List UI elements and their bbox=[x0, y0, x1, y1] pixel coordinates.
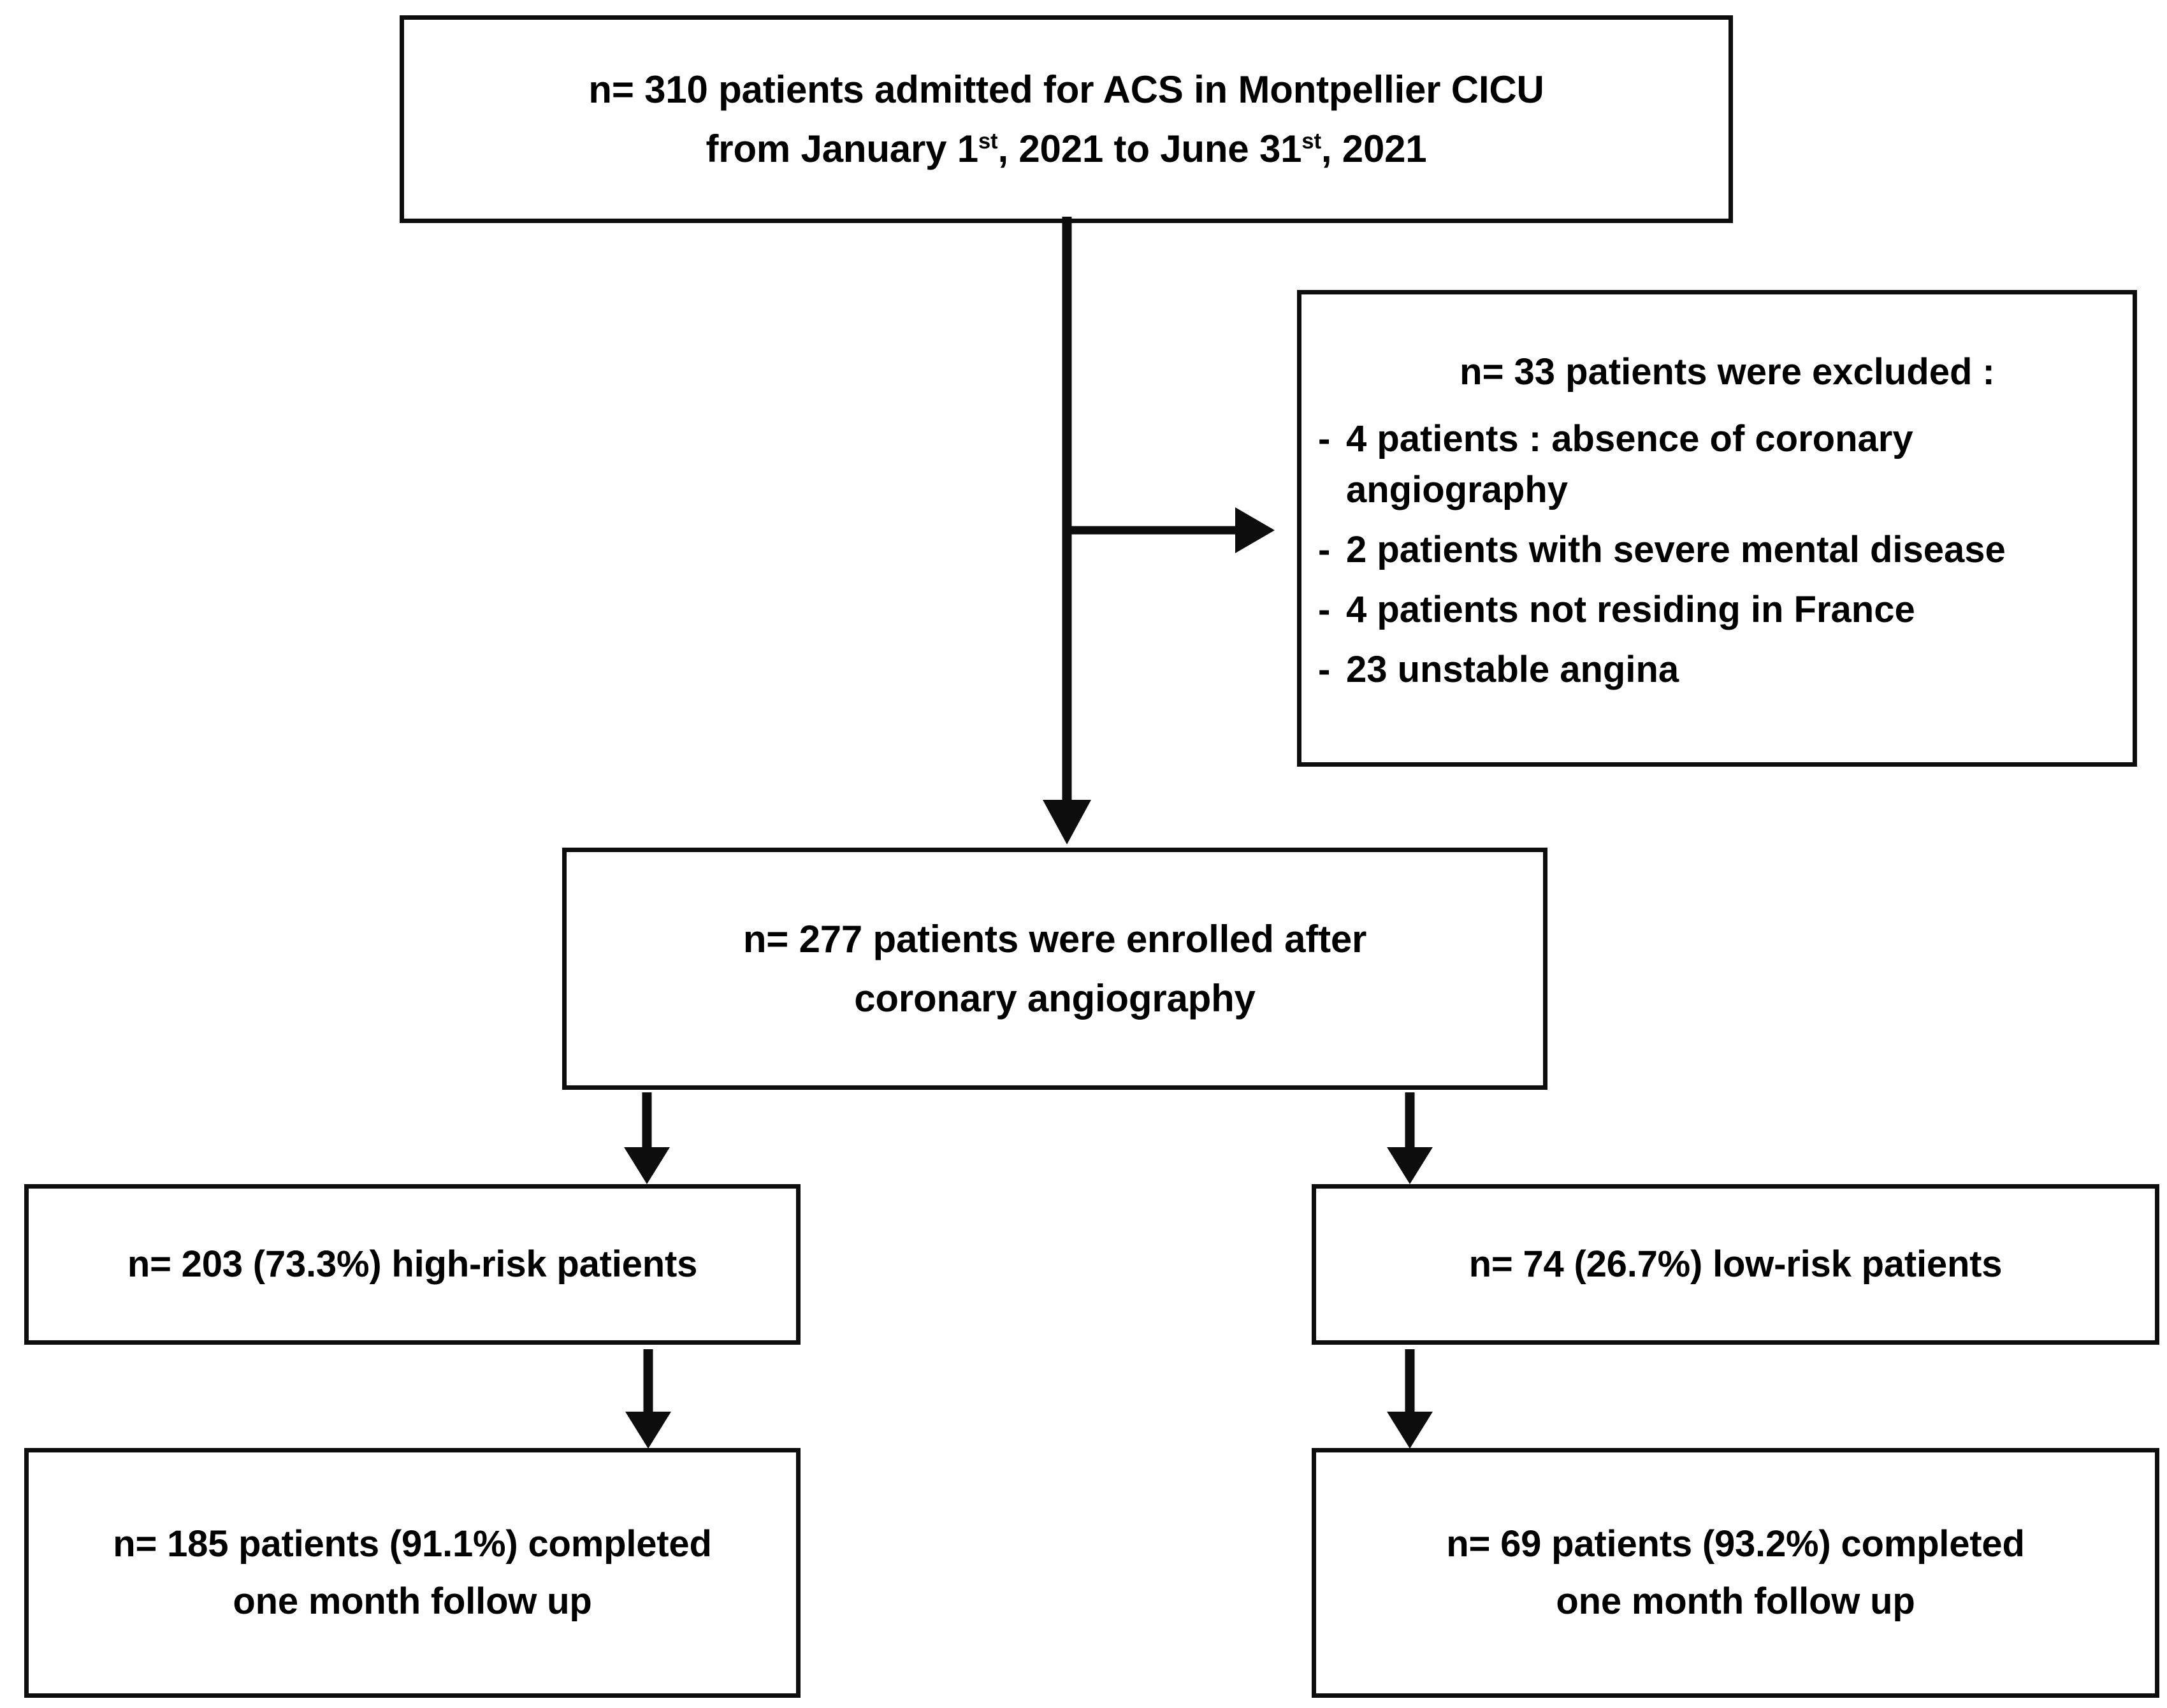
enrolled-line-1: n= 277 patients were enrolled after bbox=[743, 918, 1367, 960]
admitted-ordinal-2: st bbox=[1301, 129, 1321, 154]
admitted-date-prefix: from January 1 bbox=[706, 127, 979, 170]
low-followup-line-2: one month follow up bbox=[1556, 1581, 1915, 1622]
low-followup-line-1: n= 69 patients (93.2%) completed bbox=[1446, 1523, 2025, 1565]
excluded-reason-label: 4 patients : absence of coronary angiogr… bbox=[1346, 418, 1913, 511]
arrowhead-down-icon bbox=[624, 1147, 670, 1184]
excluded-reason-label: 2 patients with severe mental disease bbox=[1346, 529, 2006, 571]
node-admitted-text: n= 310 patients admitted for ACS in Mont… bbox=[588, 60, 1544, 178]
node-low-risk-followup: n= 69 patients (93.2%) completed one mon… bbox=[1312, 1448, 2159, 1698]
admitted-date-middle: , 2021 to June 31 bbox=[997, 127, 1302, 170]
admitted-ordinal-1: st bbox=[978, 129, 998, 154]
list-item: - 4 patients : absence of coronary angio… bbox=[1318, 414, 2111, 516]
excluded-body: n= 33 patients were excluded : - 4 patie… bbox=[1301, 294, 2133, 704]
admitted-date-suffix: , 2021 bbox=[1321, 127, 1427, 170]
excluded-reason-list: - 4 patients : absence of coronary angio… bbox=[1318, 414, 2111, 695]
admitted-line-1: n= 310 patients admitted for ACS in Mont… bbox=[588, 68, 1544, 111]
bullet-dash-icon: - bbox=[1318, 529, 1331, 571]
list-item: - 2 patients with severe mental disease bbox=[1318, 525, 2111, 575]
node-high-risk-followup: n= 185 patients (91.1%) completed one mo… bbox=[24, 1448, 801, 1698]
node-excluded-patients: n= 33 patients were excluded : - 4 patie… bbox=[1297, 290, 2137, 767]
excluded-reason-label: 4 patients not residing in France bbox=[1346, 589, 1915, 631]
node-high-risk-text: n= 203 (73.3%) high-risk patients bbox=[127, 1236, 698, 1293]
node-high-followup-text: n= 185 patients (91.1%) completed one mo… bbox=[113, 1516, 712, 1630]
list-item: - 23 unstable angina bbox=[1318, 644, 2111, 695]
arrowhead-down-icon bbox=[1043, 800, 1091, 844]
arrowhead-right-icon bbox=[1235, 507, 1275, 553]
connector-admitted-to-enrolled bbox=[1043, 217, 1275, 844]
bullet-dash-icon: - bbox=[1318, 589, 1331, 631]
node-enrolled-text: n= 277 patients were enrolled after coro… bbox=[743, 909, 1367, 1028]
excluded-reason-label: 23 unstable angina bbox=[1346, 649, 1679, 691]
node-low-risk-patients: n= 74 (26.7%) low-risk patients bbox=[1312, 1184, 2159, 1345]
node-low-risk-text: n= 74 (26.7%) low-risk patients bbox=[1469, 1236, 2003, 1293]
excluded-title: n= 33 patients were excluded : bbox=[1460, 351, 1995, 393]
node-enrolled-patients: n= 277 patients were enrolled after coro… bbox=[562, 848, 1547, 1090]
arrowhead-down-icon bbox=[1387, 1412, 1433, 1449]
node-low-followup-text: n= 69 patients (93.2%) completed one mon… bbox=[1446, 1516, 2025, 1630]
list-item: - 4 patients not residing in France bbox=[1318, 584, 2111, 635]
low-risk-line-1: n= 74 (26.7%) low-risk patients bbox=[1468, 1243, 2003, 1285]
enrolled-line-2: coronary angiography bbox=[854, 977, 1256, 1020]
admitted-line-2: from January 1st, 2021 to June 31st, 202… bbox=[588, 119, 1544, 178]
arrowhead-down-icon bbox=[625, 1412, 671, 1449]
bullet-dash-icon: - bbox=[1318, 649, 1331, 691]
high-followup-line-1: n= 185 patients (91.1%) completed bbox=[113, 1523, 712, 1565]
high-followup-line-2: one month follow up bbox=[233, 1581, 592, 1622]
arrowhead-down-icon bbox=[1387, 1147, 1433, 1184]
connector-high-risk-to-followup bbox=[625, 1349, 671, 1449]
high-risk-line-1: n= 203 (73.3%) high-risk patients bbox=[127, 1243, 698, 1285]
node-admitted-patients: n= 310 patients admitted for ACS in Mont… bbox=[400, 15, 1733, 223]
connector-enrolled-split bbox=[624, 1092, 1433, 1184]
connector-low-risk-to-followup bbox=[1387, 1349, 1433, 1449]
bullet-dash-icon: - bbox=[1318, 418, 1331, 460]
node-high-risk-patients: n= 203 (73.3%) high-risk patients bbox=[24, 1184, 801, 1345]
